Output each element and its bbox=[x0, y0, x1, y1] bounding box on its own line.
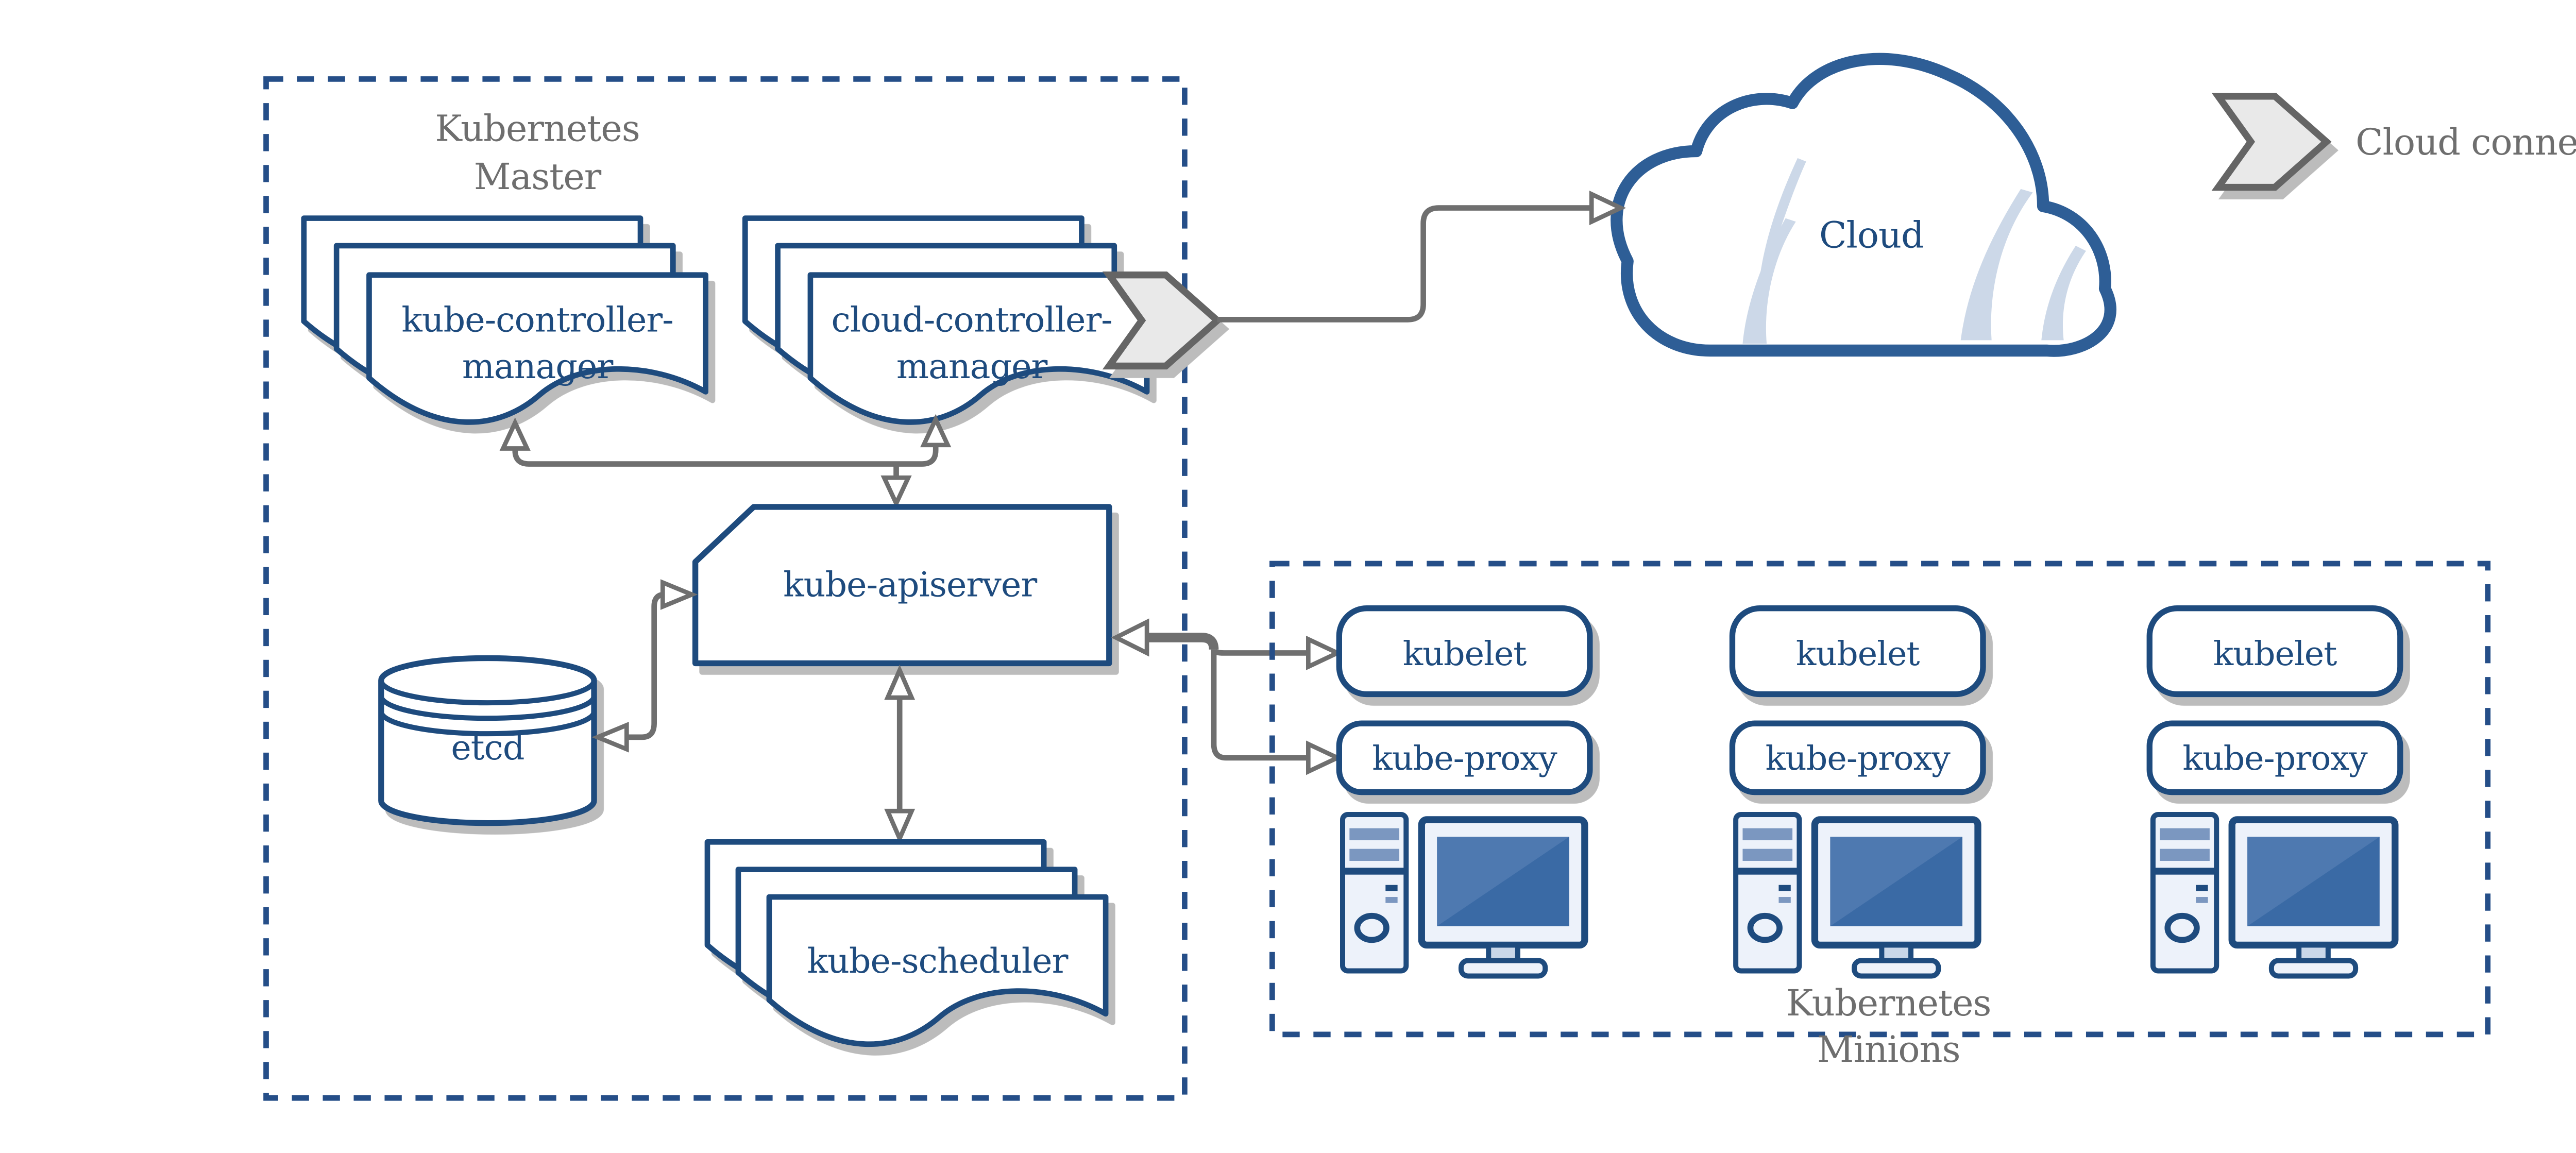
kube-proxy-label: kube-proxy bbox=[1766, 739, 1951, 778]
arrowhead-down-icon bbox=[884, 808, 916, 844]
cloud-controller-manager-stack: cloud-controller- manager bbox=[745, 218, 1147, 422]
cloud-shape: Cloud bbox=[1611, 53, 2116, 357]
kubelet-box bbox=[1336, 605, 1593, 698]
arrowhead-right-icon bbox=[660, 579, 698, 610]
cloud-label: Cloud bbox=[1819, 214, 1924, 256]
cloud-icon bbox=[1611, 53, 2116, 357]
master-region-label-line1: Kubernetes bbox=[435, 107, 639, 149]
arrow-cloud-controller-to-cloud bbox=[1217, 191, 1626, 323]
kubelet-box bbox=[1729, 605, 1986, 698]
kubelet-label: kubelet bbox=[1796, 635, 1920, 673]
kube-scheduler-label: kube-scheduler bbox=[807, 941, 1069, 981]
cloud-controller-manager-label-line2: manager bbox=[896, 346, 1048, 386]
master-boundary-box bbox=[263, 76, 1188, 1101]
desktop-computer-icon bbox=[2150, 811, 2399, 979]
etcd-label: etcd bbox=[451, 727, 524, 768]
arrowhead-right-icon bbox=[1306, 635, 1343, 670]
arrowhead-up-icon bbox=[920, 414, 952, 448]
master-region-label-line2: Master bbox=[474, 156, 602, 198]
desktop-computer-icon bbox=[1340, 811, 1588, 979]
kube-proxy-box bbox=[1336, 720, 1593, 795]
minion-node-2: kubelet kube-proxy bbox=[1729, 605, 1986, 979]
arrowhead-up-icon bbox=[884, 664, 916, 700]
etcd-database: etcd bbox=[378, 655, 597, 826]
kube-proxy-box bbox=[1729, 720, 1986, 795]
kubelet-label: kubelet bbox=[2213, 635, 2337, 673]
minion-node-3: kubelet kube-proxy bbox=[2146, 605, 2403, 979]
arrowhead-left-icon bbox=[591, 722, 629, 753]
kube-controller-manager-label-line1: kube-controller- bbox=[401, 300, 673, 340]
arrowhead-up-icon bbox=[499, 417, 531, 451]
kube-apiserver-label: kube-apiserver bbox=[783, 564, 1037, 604]
kubelet-box bbox=[2146, 605, 2403, 698]
cloud-streak bbox=[2041, 245, 2086, 341]
kubelet-label: kubelet bbox=[1403, 635, 1527, 673]
kube-controller-manager-stack: kube-controller- manager bbox=[304, 218, 706, 422]
cloud-streak bbox=[1960, 189, 2033, 341]
kube-proxy-label: kube-proxy bbox=[2182, 739, 2368, 778]
minion-node-1: kubelet kube-proxy bbox=[1336, 605, 1593, 979]
arrow-controllers-to-apiserver bbox=[499, 414, 952, 509]
kube-apiserver-box: kube-apiserver bbox=[692, 504, 1112, 667]
cloud-controller-manager-label-line1: cloud-controller- bbox=[832, 300, 1112, 340]
arrow-apiserver-etcd bbox=[591, 579, 698, 753]
legend-cloud-connector: Cloud connector bbox=[2218, 96, 2576, 188]
arrow-apiserver-to-nodes bbox=[1111, 618, 1343, 775]
database-cylinder-icon bbox=[378, 655, 597, 706]
legend-cloud-connector-label: Cloud connector bbox=[2355, 121, 2576, 163]
arrowhead-down-icon bbox=[880, 475, 912, 509]
kube-controller-manager-label-line2: manager bbox=[462, 346, 614, 386]
arrowhead-right-icon bbox=[1306, 740, 1343, 775]
arrow-apiserver-scheduler bbox=[884, 664, 916, 844]
kube-scheduler-stack: kube-scheduler bbox=[707, 842, 1106, 1044]
cloud-streak bbox=[1742, 218, 1796, 344]
kube-proxy-label: kube-proxy bbox=[1372, 739, 1557, 778]
cloud-connector-chevron-icon bbox=[2218, 96, 2327, 188]
desktop-computer-icon bbox=[1733, 811, 1981, 979]
kube-proxy-box bbox=[2146, 720, 2403, 795]
minions-boundary-box bbox=[1269, 561, 2491, 1038]
arrowhead-left-icon bbox=[1111, 618, 1149, 657]
arrowhead-right-icon bbox=[1589, 191, 1626, 226]
minions-region-label-line1: Kubernetes bbox=[1786, 982, 1991, 1024]
minions-region-label-line2: Minions bbox=[1817, 1028, 1960, 1071]
